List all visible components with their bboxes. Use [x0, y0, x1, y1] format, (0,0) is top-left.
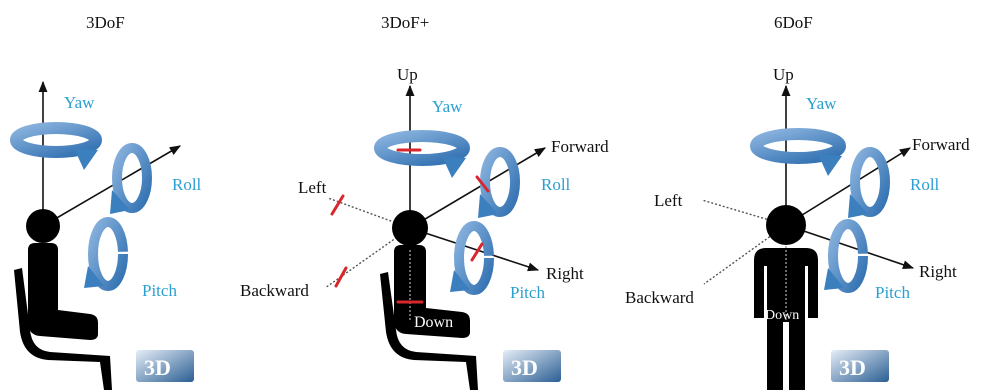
roll-rotation-arrow	[848, 147, 890, 218]
roll-label: Roll	[172, 175, 202, 194]
pitch-label: Pitch	[142, 281, 177, 300]
down-label: Down	[414, 314, 453, 331]
yaw-rotation-arrow	[750, 128, 846, 176]
3d-badge-icon: 3D	[831, 350, 889, 382]
seated-person-figure	[380, 210, 478, 390]
svg-text:3D: 3D	[144, 355, 171, 380]
yaw-rotation-arrow	[10, 122, 102, 170]
right-label: Right	[919, 262, 957, 281]
3d-badge-icon: 3D	[136, 350, 194, 382]
left-label: Left	[654, 191, 683, 210]
roll-rotation-arrow	[110, 143, 152, 214]
panel-6dof: 6DoF Up Yaw Forward Roll	[625, 13, 970, 390]
translation-limit-markers	[330, 148, 490, 304]
forward-axis	[785, 147, 911, 226]
left-axis	[701, 199, 787, 226]
roll-axis	[42, 145, 181, 227]
right-label: Right	[546, 264, 584, 283]
right-axis	[409, 227, 540, 272]
panel-3dof-plus: 3DoF+	[240, 13, 609, 390]
pitch-rotation-arrow	[824, 219, 868, 293]
roll-label: Roll	[910, 175, 940, 194]
yaw-label: Yaw	[806, 94, 837, 113]
seated-person-figure	[14, 209, 112, 390]
pitch-rotation-arrow	[84, 217, 128, 291]
yaw-label: Yaw	[64, 93, 95, 112]
up-label: Up	[773, 65, 794, 84]
backward-label: Backward	[240, 281, 309, 300]
backward-label: Backward	[625, 288, 694, 307]
pitch-label: Pitch	[510, 283, 545, 302]
forward-label: Forward	[551, 137, 609, 156]
right-axis	[785, 224, 915, 270]
down-label: Down	[765, 308, 799, 323]
roll-rotation-arrow	[478, 147, 520, 218]
forward-label: Forward	[912, 135, 970, 154]
pitch-label: Pitch	[875, 283, 910, 302]
panel-3dof: 3DoF Yaw Roll Pitch 3D	[10, 13, 202, 390]
panel-title: 6DoF	[774, 13, 813, 32]
svg-text:3D: 3D	[511, 355, 538, 380]
left-axis	[327, 197, 411, 229]
up-label: Up	[397, 65, 418, 84]
panel-title: 3DoF	[86, 13, 125, 32]
yaw-rotation-arrow	[374, 130, 470, 178]
svg-text:3D: 3D	[839, 355, 866, 380]
yaw-label: Yaw	[432, 97, 463, 116]
forward-axis	[409, 147, 546, 229]
standing-person-figure	[754, 205, 818, 390]
pitch-rotation-arrow	[450, 221, 494, 295]
panel-title: 3DoF+	[381, 13, 429, 32]
3d-badge-icon: 3D	[503, 350, 561, 382]
roll-label: Roll	[541, 175, 571, 194]
left-label: Left	[298, 178, 327, 197]
